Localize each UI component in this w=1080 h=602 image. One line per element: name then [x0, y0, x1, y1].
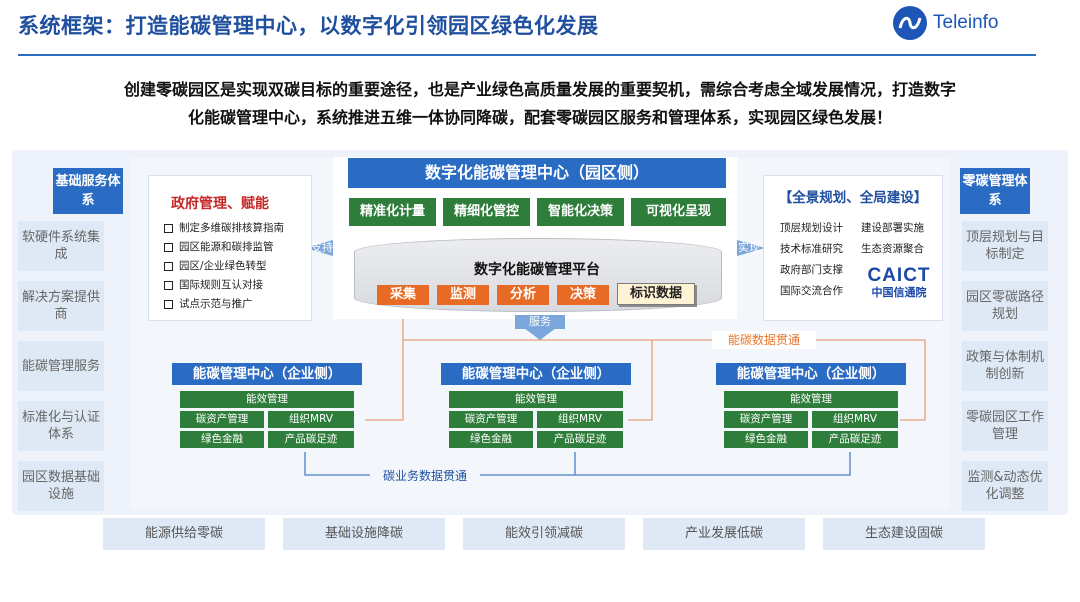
gov-item: 试点示范与推广 — [164, 295, 311, 314]
planning-title: 【全景规划、全局建设】 — [778, 190, 928, 206]
bottom-item: 能效引领减碳 — [463, 518, 625, 550]
enterprise-top: 能效管理 — [724, 391, 898, 408]
planning-item: 生态资源聚合 — [861, 243, 924, 255]
planning-item: 技术标准研究 — [780, 243, 843, 255]
planning-item: 政府部门支撑 — [780, 264, 843, 276]
caict-logo-text: CAICT — [867, 265, 931, 286]
identifier-data-tag: 标识数据 — [617, 283, 695, 305]
module-box: 采集 — [377, 285, 429, 305]
planning-list-right: 建设部署实施 生态资源聚合 — [861, 218, 924, 260]
planning-item: 建设部署实施 — [861, 222, 924, 234]
gov-item: 园区能源和碳排监管 — [164, 238, 311, 257]
right-side-item: 零碳园区工作管理 — [962, 401, 1048, 451]
enterprise-block-3: 能碳管理中心（企业侧） 能效管理 碳资产管理 组织MRV 绿色金融 产品碳足迹 — [716, 363, 906, 453]
feature-box: 可视化呈现 — [631, 198, 726, 226]
caict-logo-cn: 中国信通院 — [871, 286, 927, 299]
support-arrow-label: 支持 — [311, 241, 333, 254]
module-box: 监测 — [437, 285, 489, 305]
gov-title: 政府管理、赋能 — [171, 196, 269, 212]
planning-item: 国际交流合作 — [780, 285, 843, 297]
enterprise-cell: 产品碳足迹 — [537, 431, 623, 448]
caict-logo: CAICT 中国信通院 — [863, 266, 935, 300]
page-title: 系统框架：打造能碳管理中心，以数字化引领园区绿色化发展 — [18, 14, 599, 38]
logo-text: Teleinfo — [933, 12, 999, 33]
left-side-item: 解决方案提供商 — [18, 281, 104, 331]
gov-item: 国际规则互认对接 — [164, 276, 311, 295]
feature-box: 精细化管控 — [443, 198, 530, 226]
right-side-item: 顶层规划与目标制定 — [962, 221, 1048, 271]
left-side-item: 软硬件系统集成 — [18, 221, 104, 271]
right-side-item: 监测&动态优化调整 — [962, 461, 1048, 511]
intro-line-2: 化能碳管理中心，系统推进五维一体协同降碳，配套零碳园区服务和管理体系，实现园区绿… — [187, 108, 892, 127]
enterprise-cell: 碳资产管理 — [724, 411, 808, 428]
planning-list-left: 顶层规划设计 技术标准研究 政府部门支撑 国际交流合作 — [780, 218, 843, 302]
enterprise-top: 能效管理 — [449, 391, 623, 408]
planning-item: 顶层规划设计 — [780, 222, 843, 234]
gov-item: 园区/企业绿色转型 — [164, 257, 311, 276]
enterprise-block-2: 能碳管理中心（企业侧） 能效管理 碳资产管理 组织MRV 绿色金融 产品碳足迹 — [441, 363, 631, 453]
enterprise-title: 能碳管理中心（企业侧） — [172, 363, 362, 385]
feature-box: 精准化计量 — [349, 198, 436, 226]
header-divider — [18, 54, 1036, 56]
left-side-item: 能碳管理服务 — [18, 341, 104, 391]
bottom-item: 能源供给零碳 — [103, 518, 265, 550]
enterprise-cell: 碳资产管理 — [180, 411, 264, 428]
enterprise-title: 能碳管理中心（企业侧） — [441, 363, 631, 385]
feature-box: 智能化决策 — [537, 198, 624, 226]
enterprise-top: 能效管理 — [180, 391, 354, 408]
enterprise-cell: 绿色金融 — [449, 431, 533, 448]
service-arrow-label: 服务 — [515, 315, 565, 329]
enterprise-cell: 组织MRV — [268, 411, 354, 428]
teleinfo-logo: Teleinfo — [893, 6, 1023, 42]
bottom-item: 生态建设固碳 — [823, 518, 985, 550]
gov-list: 制定多维碳排核算指南 园区能源和碳排监管 园区/企业绿色转型 国际规则互认对接 … — [164, 219, 311, 314]
carbon-business-link-label: 碳业务数据贯通 — [370, 467, 480, 485]
gov-card: 政府管理、赋能 制定多维碳排核算指南 园区能源和碳排监管 园区/企业绿色转型 国… — [148, 175, 312, 321]
bottom-item: 产业发展低碳 — [643, 518, 805, 550]
right-side-item: 园区零碳路径规划 — [962, 281, 1048, 331]
enterprise-block-1: 能碳管理中心（企业侧） 能效管理 碳资产管理 组织MRV 绿色金融 产品碳足迹 — [172, 363, 362, 453]
module-box: 决策 — [557, 285, 609, 305]
enterprise-cell: 产品碳足迹 — [812, 431, 898, 448]
planning-card: 【全景规划、全局建设】 顶层规划设计 技术标准研究 政府部门支撑 国际交流合作 … — [763, 175, 943, 321]
enterprise-cell: 绿色金融 — [180, 431, 264, 448]
left-side-header: 基础服务体系 — [53, 168, 123, 214]
right-side-header: 零碳管理体系 — [960, 168, 1030, 214]
enterprise-cell: 组织MRV — [537, 411, 623, 428]
teleinfo-logo-icon — [893, 6, 927, 40]
platform-title: 数字化能碳管理平台 — [474, 262, 600, 278]
realize-arrow-label: 实现 — [738, 241, 760, 254]
intro-line-1: 创建零碳园区是实现双碳目标的重要途径，也是产业绿色高质量发展的重要契机，需综合考… — [123, 80, 956, 99]
enterprise-cell: 组织MRV — [812, 411, 898, 428]
enterprise-cell: 碳资产管理 — [449, 411, 533, 428]
left-side-item: 标准化与认证体系 — [18, 401, 104, 451]
enterprise-title: 能碳管理中心（企业侧） — [716, 363, 906, 385]
enterprise-cell: 产品碳足迹 — [268, 431, 354, 448]
right-side-item: 政策与体制机制创新 — [962, 341, 1048, 391]
gov-item: 制定多维碳排核算指南 — [164, 219, 311, 238]
module-box: 分析 — [497, 285, 549, 305]
enterprise-cell: 绿色金融 — [724, 431, 808, 448]
energy-carbon-link-label: 能碳数据贯通 — [712, 331, 816, 349]
bottom-item: 基础设施降碳 — [283, 518, 445, 550]
left-side-item: 园区数据基础设施 — [18, 461, 104, 511]
center-title: 数字化能碳管理中心（园区侧） — [348, 158, 726, 188]
intro-text: 创建零碳园区是实现双碳目标的重要途径，也是产业绿色高质量发展的重要契机，需综合考… — [40, 76, 1040, 132]
